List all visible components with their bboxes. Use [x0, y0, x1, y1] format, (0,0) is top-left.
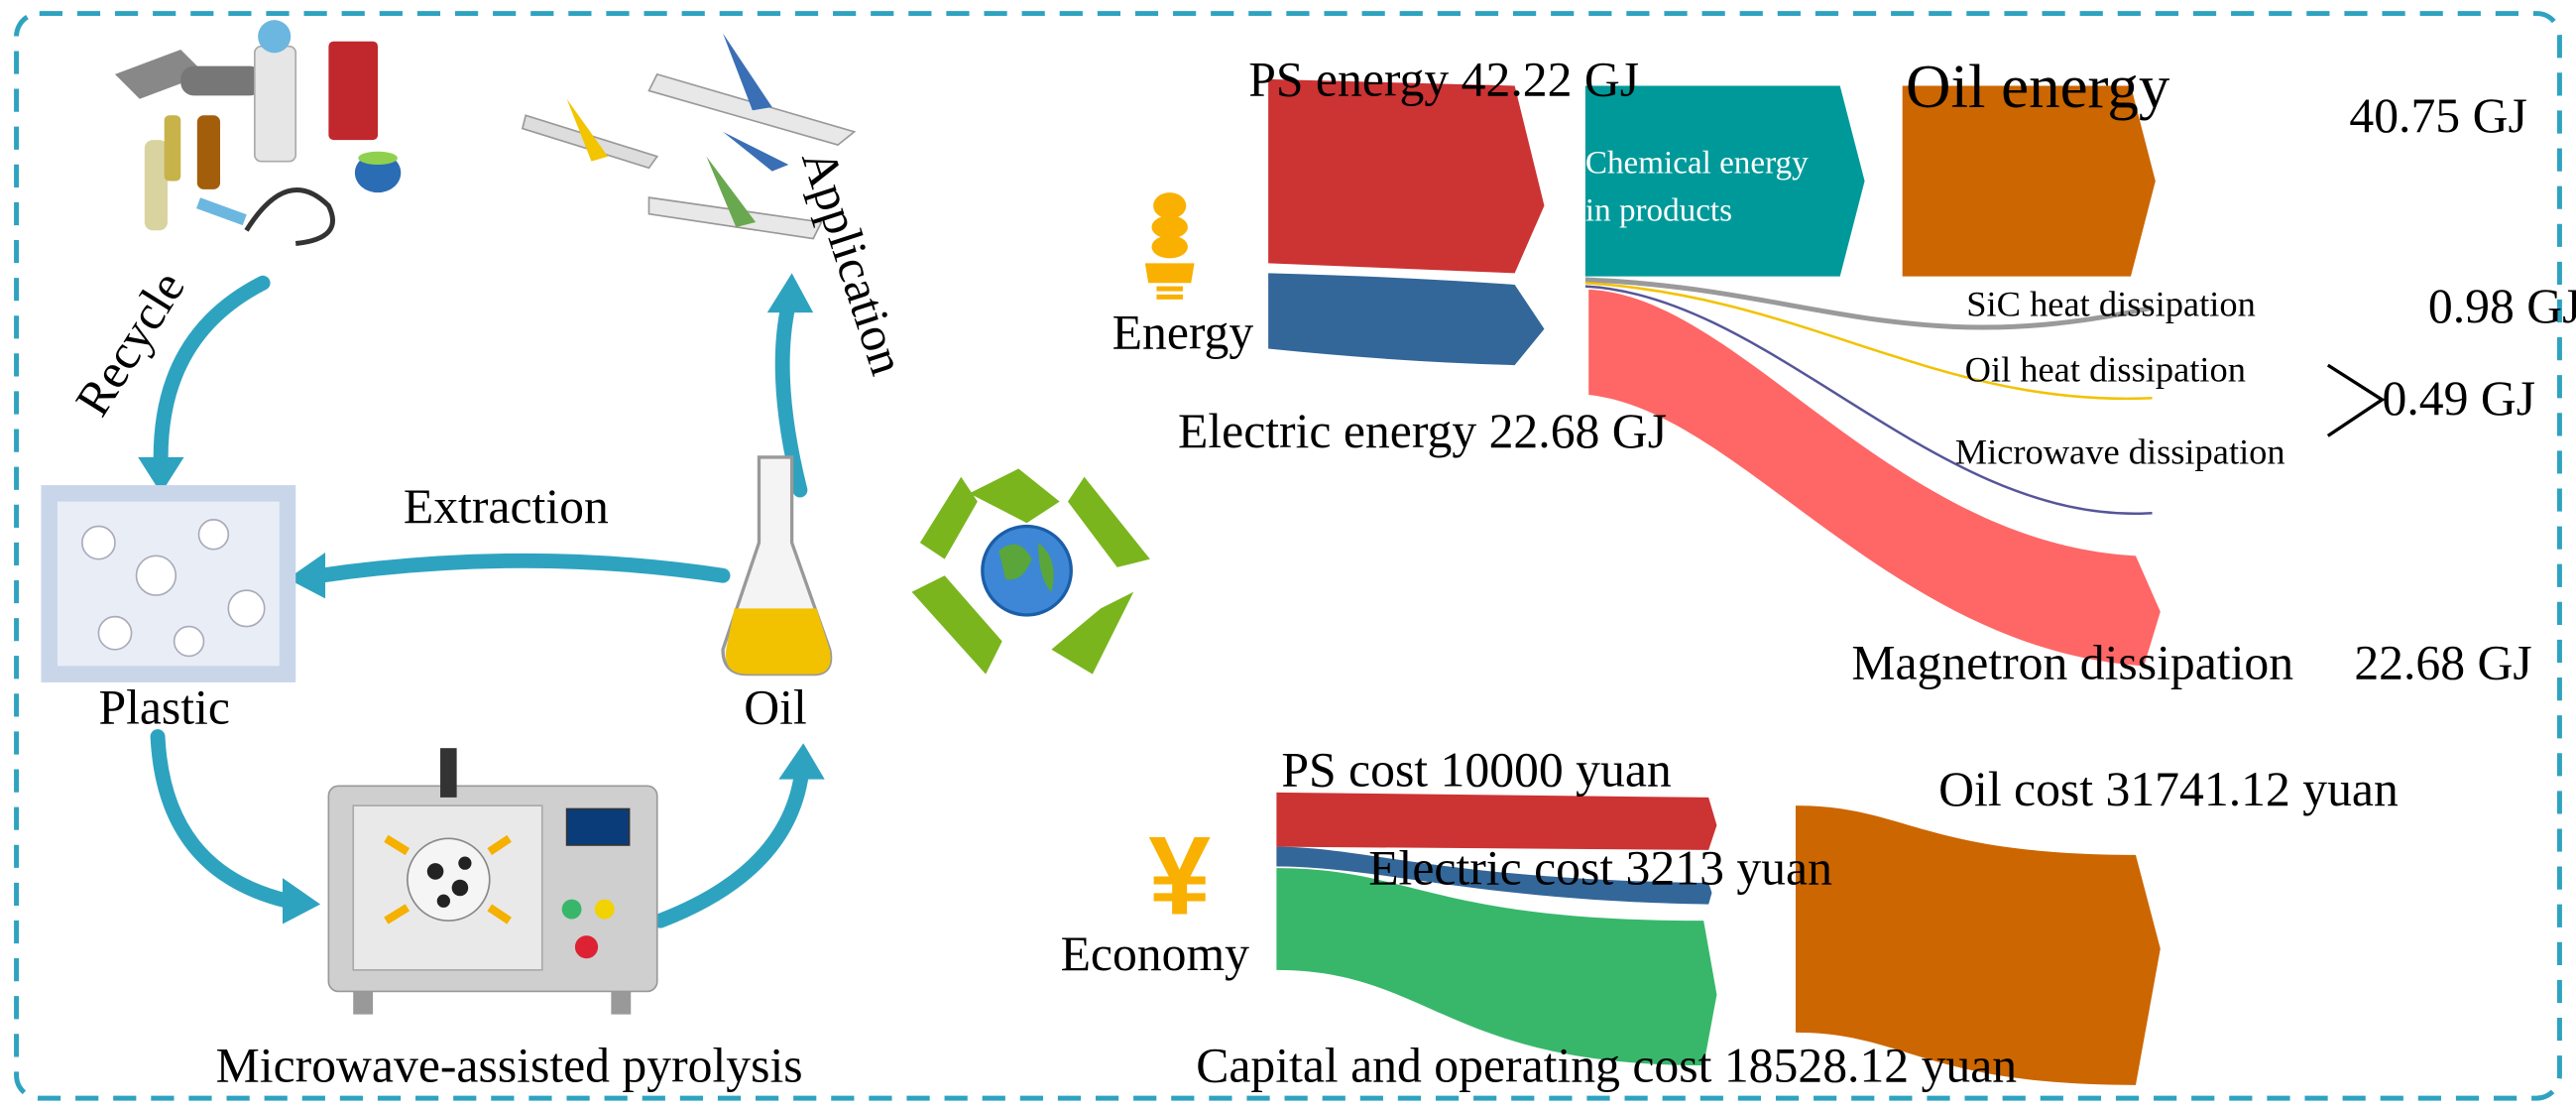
- electric-energy-label: Electric energy 22.68 GJ: [1178, 404, 1667, 458]
- pyrolysis-to-oil-arrow: [652, 765, 810, 928]
- bracket-icon: [2326, 363, 2386, 437]
- capital-cost-flow: [1276, 868, 1717, 1065]
- oil-energy-node: [1902, 85, 2156, 277]
- microwave-dissipation-label: Microwave dissipation: [1955, 432, 2285, 472]
- electric-cost-label: Electric cost 3213 yuan: [1368, 841, 1832, 896]
- application-arrow: [774, 297, 808, 498]
- economy-section-label: Economy: [1061, 926, 1250, 981]
- recycled-items-illustration: [114, 20, 402, 246]
- microwave-flow: [1584, 285, 2153, 515]
- recycle-symbol-icon: [911, 468, 1150, 675]
- pyrolysis-label: Microwave-assisted pyrolysis: [216, 1039, 803, 1093]
- ps-energy-node: [1268, 78, 1545, 274]
- oil-heat-flow: [1584, 282, 2153, 401]
- plastic-to-pyrolysis-arrow: [150, 729, 295, 909]
- oil-cost-node: [1795, 805, 2161, 1085]
- oil-heat-dissipation-label: Oil heat dissipation: [1965, 350, 2246, 390]
- plastic-pellets-image: [41, 485, 296, 682]
- capital-cost-label: Capital and operating cost 18528.12 yuan: [1196, 1039, 2017, 1093]
- chemical-energy-label-line2: in products: [1585, 191, 1732, 228]
- oil-cost-label: Oil cost 31741.12 yuan: [1938, 762, 2399, 816]
- sic-dissipation-value: 0.98 GJ: [2428, 279, 2576, 333]
- oil-energy-title: Oil energy: [1906, 52, 2170, 121]
- electric-cost-flow: [1276, 846, 1712, 905]
- recycle-arrow: [153, 275, 271, 476]
- microwave-reactor-image: [327, 748, 658, 1015]
- pair-dissipation-value: 0.49 GJ: [2382, 371, 2535, 426]
- magnetron-dissipation-value: 22.68 GJ: [2354, 636, 2531, 690]
- bulb-icon: [1144, 192, 1195, 300]
- dashed-border: [14, 11, 2562, 1101]
- ps-cost-label: PS cost 10000 yuan: [1281, 742, 1672, 797]
- electric-energy-node: [1268, 273, 1545, 366]
- oil-label: Oil: [744, 679, 807, 734]
- chemical-energy-node: [1584, 85, 1865, 277]
- magnetron-flow: [1588, 289, 2161, 667]
- extraction-arrow: [312, 553, 731, 583]
- ps-cost-node: [1276, 792, 1717, 850]
- plastic-label: Plastic: [98, 679, 230, 734]
- oil-flask-icon: [721, 455, 833, 677]
- yuan-icon: ¥: [1148, 813, 1211, 938]
- magnetron-dissipation-label: Magnetron dissipation: [1851, 636, 2293, 690]
- oil-energy-value: 40.75 GJ: [2349, 88, 2526, 143]
- sic-heat-flow: [1584, 277, 2154, 330]
- recycle-label: Recycle: [64, 262, 194, 426]
- cycle-arrows: [138, 273, 825, 928]
- airplanes-illustration: [521, 33, 857, 240]
- energy-section-label: Energy: [1112, 306, 1254, 360]
- sic-dissipation-label: SiC heat dissipation: [1966, 284, 2256, 323]
- application-label: Application: [791, 143, 915, 381]
- chemical-energy-label-line1: Chemical energy: [1585, 144, 1809, 181]
- extraction-label: Extraction: [404, 479, 609, 534]
- ps-energy-label: PS energy 42.22 GJ: [1248, 52, 1639, 106]
